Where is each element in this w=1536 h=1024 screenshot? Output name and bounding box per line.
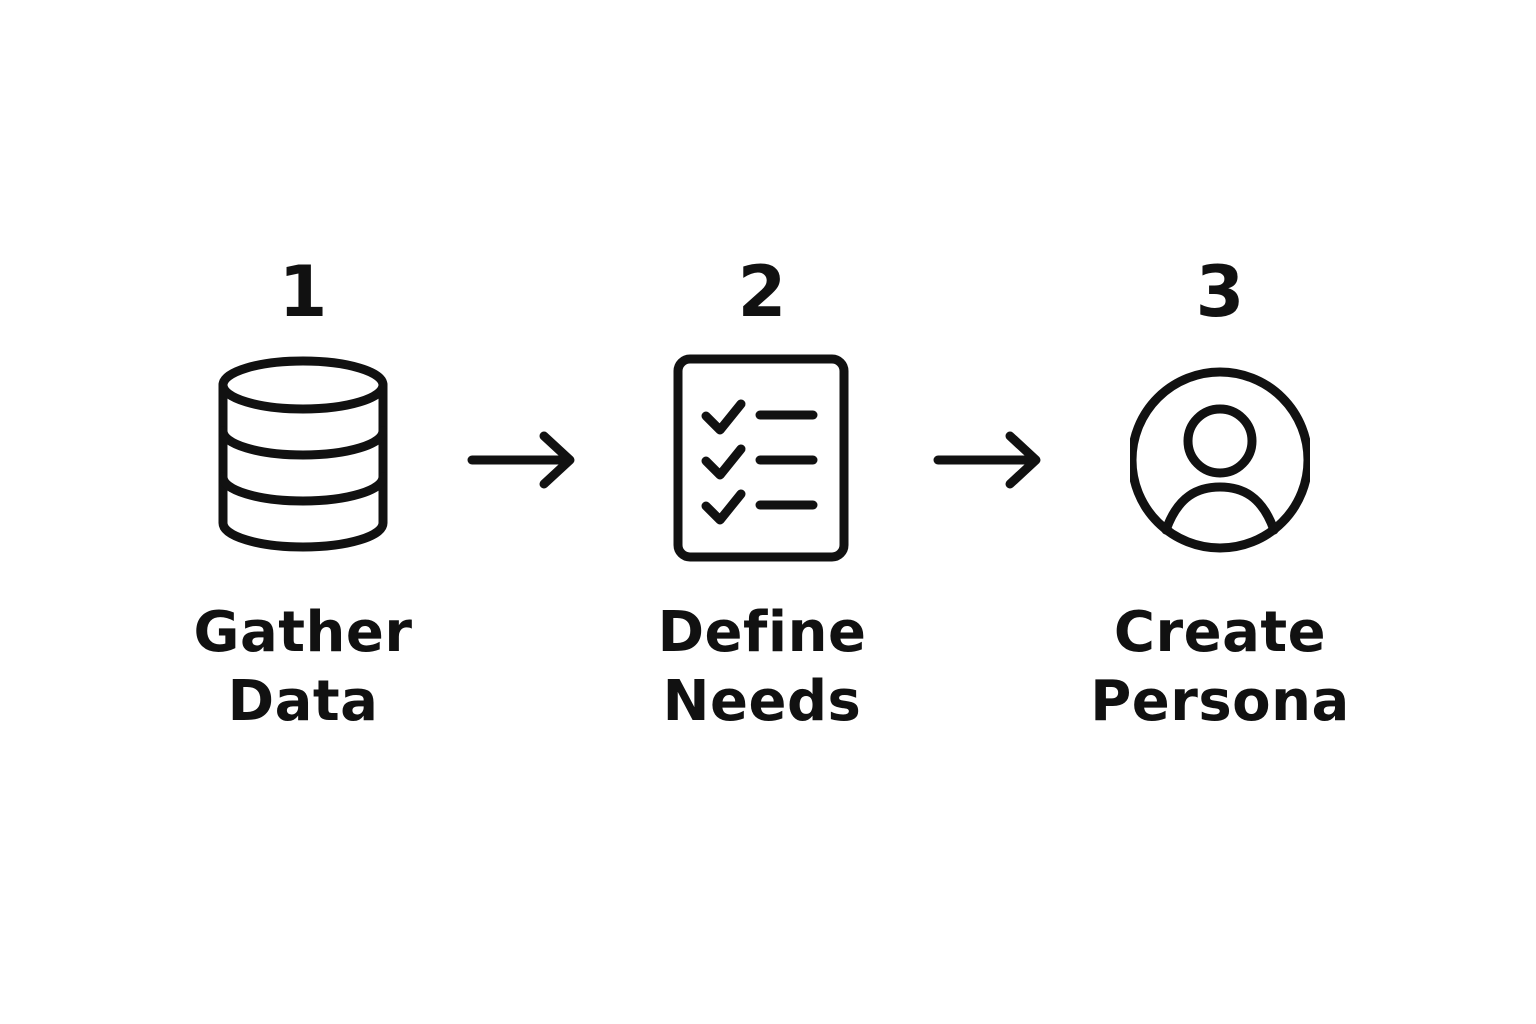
checklist-icon (673, 354, 849, 562)
step-label: Define Needs (602, 598, 922, 736)
step-label-line-1: Gather (193, 600, 413, 665)
step-label-line-2: Needs (662, 669, 862, 734)
step-number: 2 (737, 251, 787, 333)
step-define-needs: 2 Define Needs (602, 250, 922, 750)
user-avatar-icon (1130, 367, 1310, 553)
step-label-line-2: Data (227, 669, 379, 734)
step-label-line-2: Persona (1090, 669, 1350, 734)
step-number: 1 (278, 251, 328, 333)
step-gather-data: 1 Gather Data (143, 250, 463, 750)
step-label-line-1: Create (1113, 600, 1327, 665)
step-label: Create Persona (1060, 598, 1380, 736)
step-label: Gather Data (143, 598, 463, 736)
step-label-line-1: Define (657, 600, 867, 665)
step-create-persona: 3 Create Persona (1060, 250, 1380, 750)
step-number: 3 (1195, 251, 1245, 333)
arrow-right-icon (467, 431, 575, 489)
database-icon (218, 356, 388, 552)
arrow-right-icon (933, 431, 1041, 489)
